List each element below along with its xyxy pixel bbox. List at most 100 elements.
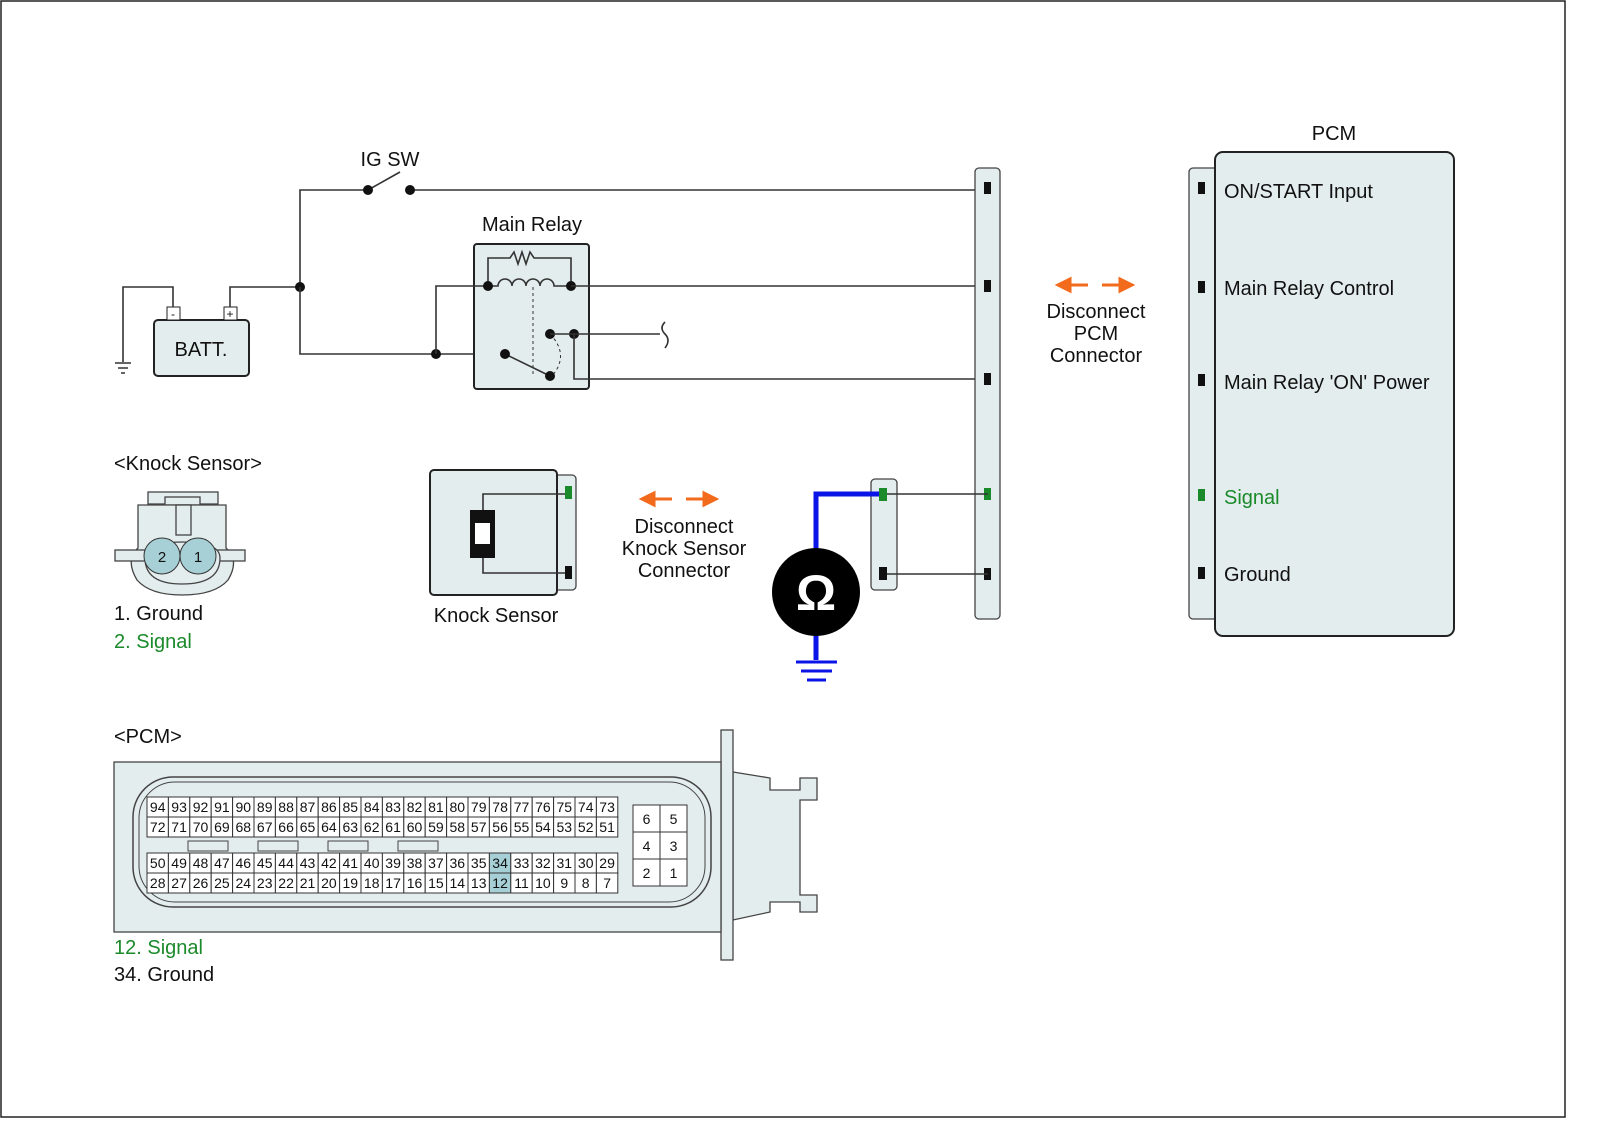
- pcm-pin-number: 46: [236, 855, 252, 871]
- pcm-pin-number: 12: [492, 875, 508, 891]
- pin-1-label: 1: [194, 549, 202, 566]
- pcm-pin-number: 13: [471, 875, 487, 891]
- disconnect-pcm-label: Disconnect: [1047, 301, 1146, 323]
- pcm-pin-number: 90: [236, 799, 252, 815]
- pcm-pin-number: 64: [321, 819, 337, 835]
- pcm-pin-number: 79: [471, 799, 487, 815]
- pcm-pin-number: 39: [385, 855, 401, 871]
- pcm-pin-number: 32: [535, 855, 551, 871]
- pcm-pin-number: 56: [492, 819, 508, 835]
- pcm-pin-number: 73: [599, 799, 615, 815]
- knock-pin-ground: 1. Ground: [114, 603, 203, 625]
- pcm-pin-number: 7: [603, 875, 611, 891]
- pcm-pin-number: 15: [428, 875, 444, 891]
- pcm-pin-number: 54: [535, 819, 551, 835]
- pcm-pin-number: 91: [214, 799, 230, 815]
- terminal-on-start-input: ON/START Input: [1224, 181, 1373, 203]
- pcm-pin-number: 82: [407, 799, 423, 815]
- disconnect-knock-label: Knock Sensor: [622, 538, 747, 560]
- pcm-module: ON/START Input Main Relay Control Main R…: [1188, 151, 1455, 637]
- pcm-pin-number: 65: [300, 819, 316, 835]
- pcm-pin-signal: 12. Signal: [114, 937, 203, 959]
- knock-harness-connector[interactable]: [870, 478, 898, 591]
- pcm-pin-number: 85: [343, 799, 359, 815]
- pcm-pin-number: 50: [150, 855, 166, 871]
- pcm-pin-number: 80: [450, 799, 466, 815]
- knock-sensor: [429, 469, 577, 596]
- pcm-small-pin-cell: [632, 804, 661, 833]
- pcm-pin-cell: [595, 816, 619, 838]
- knock-sensor-connector-face: 2 1: [114, 491, 246, 596]
- wire-break-icon: [661, 321, 669, 349]
- pcm-pin-number: 86: [321, 799, 337, 815]
- pcm-pin-number: 52: [578, 819, 594, 835]
- ohm-symbol: Ω: [796, 565, 836, 621]
- pcm-pin-number: 76: [535, 799, 551, 815]
- pcm-pin-number: 22: [278, 875, 294, 891]
- pcm-pin-number: 74: [578, 799, 594, 815]
- pcm-pin-number: 24: [236, 875, 252, 891]
- pcm-pin-number: 21: [300, 875, 316, 891]
- pcm-small-pin-cell: [632, 831, 661, 860]
- pcm-pin-number: 87: [300, 799, 316, 815]
- pcm-pin-number: 20: [321, 875, 337, 891]
- pcm-pin-cell: [595, 872, 619, 894]
- pcm-pin-number: 93: [171, 799, 187, 815]
- terminal-signal: Signal: [1224, 487, 1280, 509]
- pcm-pin-number: 94: [150, 799, 166, 815]
- pcm-small-pin-number: 3: [670, 838, 678, 854]
- ohmmeter-icon[interactable]: Ω: [772, 548, 860, 636]
- pcm-pin-number: 16: [407, 875, 423, 891]
- pcm-pin-number: 23: [257, 875, 273, 891]
- pcm-pin-number: 18: [364, 875, 380, 891]
- pcm-pin-number: 27: [171, 875, 187, 891]
- terminal-ground: Ground: [1224, 564, 1291, 586]
- pcm-small-pin-cell: [659, 858, 688, 887]
- pcm-pin-number: 47: [214, 855, 230, 871]
- batt-label: BATT.: [175, 339, 228, 361]
- pcm-harness-connector[interactable]: [974, 167, 1001, 620]
- pcm-pin-number: 19: [343, 875, 359, 891]
- pcm-pin-number: 31: [557, 855, 573, 871]
- pcm-pin-number: 77: [514, 799, 530, 815]
- pcm-pin-number: 81: [428, 799, 444, 815]
- disconnect-arrows-icon: [638, 490, 720, 508]
- pcm-pin-number: 36: [450, 855, 466, 871]
- disconnect-pcm-label: Connector: [1050, 345, 1143, 367]
- pcm-pin-number: 88: [278, 799, 294, 815]
- pcm-pin-number: 41: [343, 855, 359, 871]
- pcm-title: PCM: [1312, 123, 1356, 145]
- knock-pin-signal: 2. Signal: [114, 631, 192, 653]
- pcm-pin-number: 44: [278, 855, 294, 871]
- ground-icon: [796, 660, 837, 682]
- pcm-pin-number: 48: [193, 855, 209, 871]
- pcm-pin-number: 83: [385, 799, 401, 815]
- main-relay-label: Main Relay: [482, 214, 582, 236]
- pcm-pin-ground: 34. Ground: [114, 964, 214, 986]
- pcm-small-pin-number: 2: [643, 865, 651, 881]
- pcm-pin-number: 45: [257, 855, 273, 871]
- pcm-pin-number: 92: [193, 799, 209, 815]
- pcm-pin-number: 14: [450, 875, 466, 891]
- pcm-pin-number: 17: [385, 875, 401, 891]
- pin-2-label: 2: [158, 549, 166, 566]
- ground-icon: [115, 362, 131, 374]
- pcm-pin-number: 63: [343, 819, 359, 835]
- pcm-pin-number: 66: [278, 819, 294, 835]
- pcm-pin-number: 61: [385, 819, 401, 835]
- disconnect-knock-label: Disconnect: [635, 516, 734, 538]
- pcm-pin-number: 68: [236, 819, 252, 835]
- pcm-pin-number: 30: [578, 855, 594, 871]
- terminal-main-relay-on-power: Main Relay 'ON' Power: [1224, 372, 1430, 394]
- pcm-pin-number: 25: [214, 875, 230, 891]
- pcm-pin-number: 70: [193, 819, 209, 835]
- pcm-pin-number: 9: [560, 875, 568, 891]
- pcm-header: <PCM>: [114, 726, 182, 748]
- disconnect-pcm-label: PCM: [1074, 323, 1118, 345]
- pcm-pin-number: 67: [257, 819, 273, 835]
- pcm-pin-number: 55: [514, 819, 530, 835]
- pcm-pin-number: 29: [599, 855, 615, 871]
- batt-neg-label: -: [171, 307, 175, 321]
- pcm-pin-number: 49: [171, 855, 187, 871]
